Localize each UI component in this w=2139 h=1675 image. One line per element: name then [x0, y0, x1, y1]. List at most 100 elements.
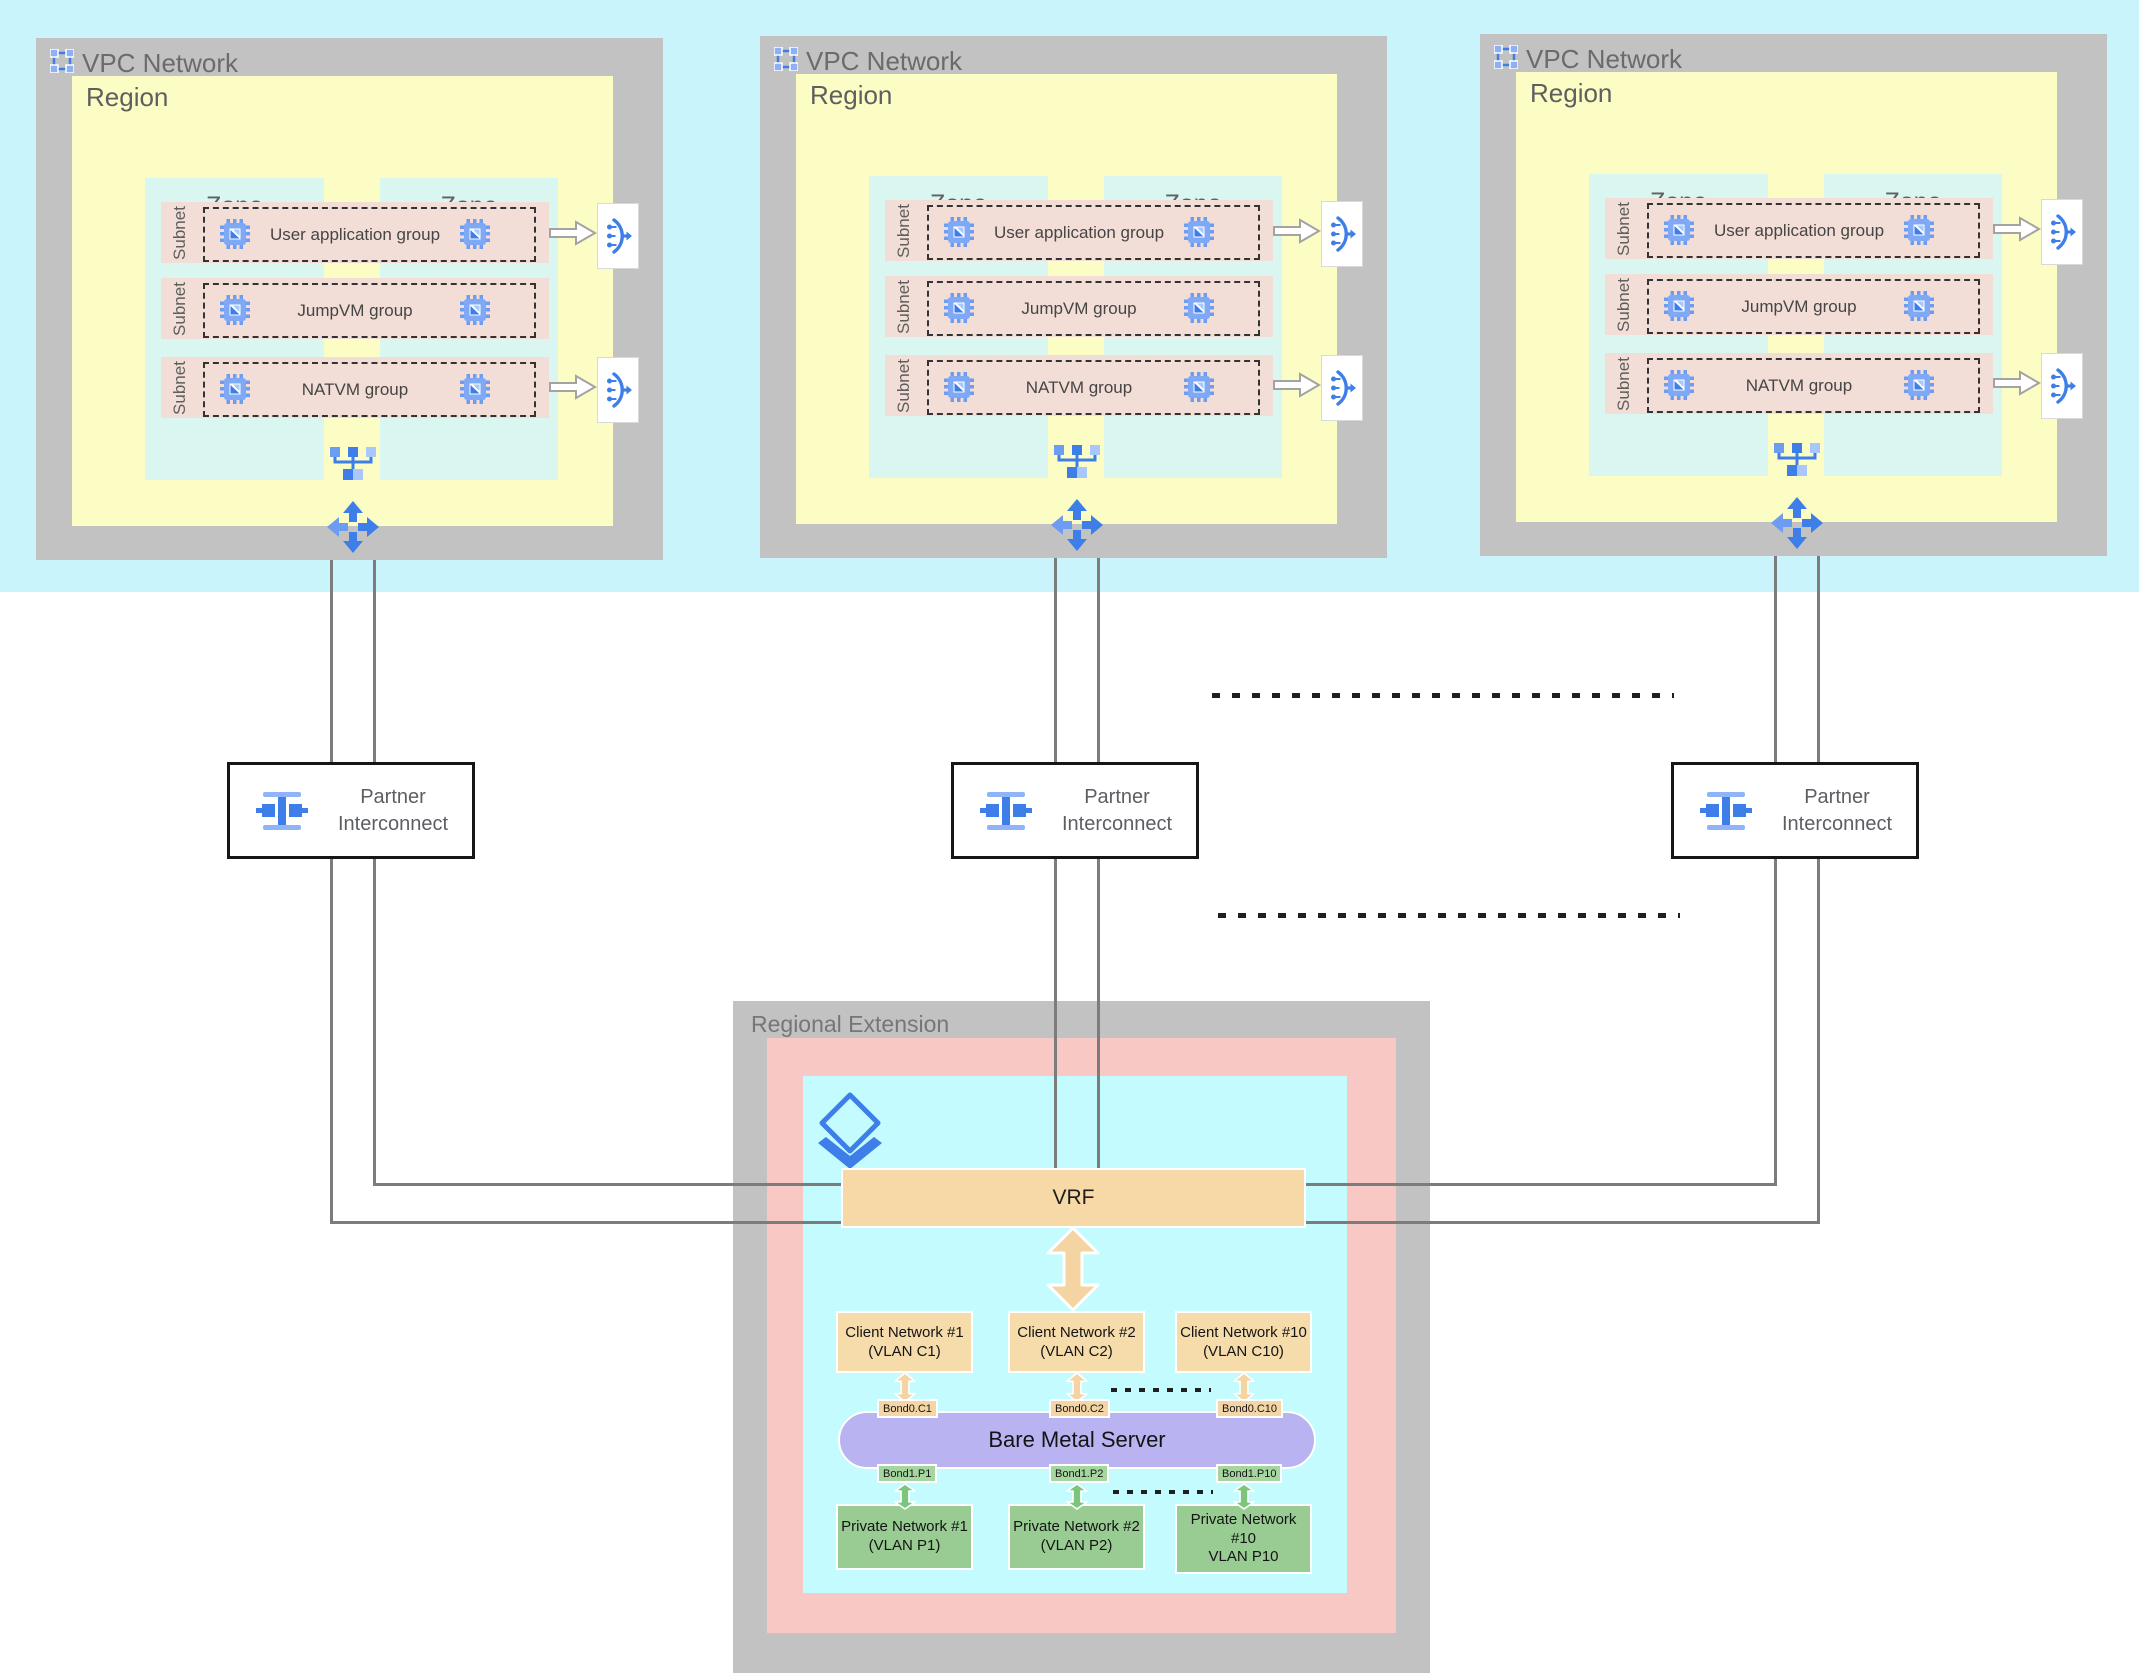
vm-instance-icon-wrap	[1184, 293, 1214, 323]
private-bond-arrow	[894, 1483, 916, 1510]
subnet-label: Subnet	[161, 202, 199, 263]
vm-instance-icon-wrap	[1904, 370, 1934, 400]
vm-instance-icon-wrap	[460, 374, 490, 404]
client-network-line: Client Network #1	[845, 1323, 964, 1341]
subnet-label: Subnet	[1605, 198, 1643, 259]
partner-interconnect-box: Partner Interconnect	[951, 762, 1199, 859]
instance-group-label: User application group	[1713, 220, 1885, 240]
vrf-box: VRF	[841, 1168, 1306, 1228]
vpc-network-icon	[1493, 44, 1519, 70]
connector-line	[330, 535, 333, 762]
subnet-label-text: Subnet	[894, 279, 914, 334]
network-switch-icon	[1774, 443, 1820, 476]
subnet-label: Subnet	[1605, 353, 1643, 414]
bond-bottom-label: Bond1.P10	[1216, 1464, 1283, 1483]
cloud-router-icon	[1051, 499, 1103, 551]
connector-line	[1774, 535, 1777, 762]
network-switch-icon-wrap	[1053, 445, 1101, 486]
egress-block-arrow	[549, 374, 597, 400]
instance-group-box: User application group	[927, 205, 1260, 260]
connector-line	[1774, 859, 1777, 1186]
subnet-label: Subnet	[885, 200, 923, 261]
client-network-line: (VLAN C10)	[1203, 1343, 1284, 1360]
network-switch-icon	[1054, 445, 1100, 478]
continuation-dots	[1218, 913, 1680, 918]
client-network-line: (VLAN C1)	[868, 1343, 941, 1360]
connector-line	[1306, 1183, 1777, 1186]
stacked-layers-icon	[818, 1092, 882, 1169]
partner-interconnect-icon-wrap	[256, 789, 308, 838]
instance-group-label: User application group	[993, 222, 1165, 242]
instance-group-box: NATVM group	[927, 360, 1260, 415]
subnet-label-text: Subnet	[170, 205, 190, 260]
egress-arrow	[549, 219, 597, 247]
subnet-label: Subnet	[885, 276, 923, 337]
subnet-strip: Subnet User application group	[885, 200, 1273, 261]
vpc-network-title: VPC Network	[82, 48, 239, 78]
vm-instance-icon	[944, 217, 974, 247]
subnet-strip: Subnet NATVM group	[885, 355, 1273, 416]
egress-arrow	[549, 373, 597, 401]
subnet-label-text: Subnet	[1614, 201, 1634, 256]
load-balancer-box	[2041, 353, 2083, 419]
vpc-network-title: VPC Network	[806, 46, 963, 76]
private-network-line: VLAN P10	[1208, 1548, 1279, 1566]
vpc-network-block: VPC Network Region Zone Zone Subnet User…	[760, 36, 1387, 558]
egress-block-arrow	[1273, 218, 1321, 244]
vpc-network-icon-wrap	[1493, 44, 1519, 74]
load-balancer-icon	[607, 218, 632, 254]
vm-instance-icon	[460, 374, 490, 404]
vm-instance-icon-wrap	[1184, 217, 1214, 247]
private-network-line: Private Network #1	[841, 1518, 968, 1536]
bond-top-label: Bond0.C10	[1216, 1399, 1284, 1418]
client-network-line: Client Network #10	[1180, 1323, 1307, 1341]
vm-instance-icon-wrap	[1664, 215, 1694, 245]
private-network-line: Private Network	[1190, 1510, 1297, 1528]
instance-group-box: User application group	[1647, 203, 1980, 258]
connector-line	[1306, 1221, 1820, 1224]
connector-line	[1817, 859, 1820, 1223]
connector-line	[1054, 535, 1057, 762]
egress-block-arrow	[1993, 216, 2041, 242]
subnet-label-text: Subnet	[1614, 277, 1634, 332]
load-balancer-icon	[1331, 216, 1356, 252]
regional-extension-title: Regional Extension	[751, 1011, 950, 1037]
instance-group-label: JumpVM group	[1021, 298, 1137, 318]
region-label: Region	[86, 82, 169, 112]
vm-instance-icon	[220, 295, 250, 325]
load-balancer-box	[1321, 201, 1363, 267]
connector-line	[330, 859, 333, 1223]
stacked-layers-icon	[810, 1092, 890, 1177]
cloud-router-icon-wrap	[1770, 496, 1824, 555]
load-balancer-box	[597, 357, 639, 423]
instance-group-label: NATVM group	[301, 379, 409, 399]
vm-instance-icon-wrap	[220, 219, 250, 249]
instance-group-label: NATVM group	[1745, 375, 1853, 395]
partner-interconnect-box: Partner Interconnect	[227, 762, 475, 859]
subnet-label: Subnet	[161, 278, 199, 339]
bare-metal-server: Bare Metal Server	[838, 1411, 1316, 1469]
cloud-router-icon-wrap	[326, 500, 380, 559]
instance-group-box: JumpVM group	[1647, 279, 1980, 334]
vm-instance-icon-wrap	[1904, 215, 1934, 245]
partner-interconnect-label: Partner Interconnect	[337, 785, 449, 835]
subnet-label-text: Subnet	[894, 203, 914, 258]
subnet-strip: Subnet JumpVM group	[1605, 274, 1993, 335]
private-network-line: (VLAN P1)	[868, 1537, 941, 1554]
vm-instance-icon-wrap	[1664, 370, 1694, 400]
vpc-network-icon	[49, 48, 75, 74]
vm-instance-icon	[220, 219, 250, 249]
vpc-network-icon-wrap	[49, 48, 75, 78]
bond-bottom-label: Bond1.P1	[877, 1464, 938, 1483]
partner-interconnect-label: Partner Interconnect	[1781, 785, 1893, 835]
private-network-line: Private Network #2	[1013, 1518, 1140, 1536]
vm-instance-icon-wrap	[1904, 291, 1934, 321]
subnet-strip: Subnet NATVM group	[1605, 353, 1993, 414]
subnet-label-text: Subnet	[170, 360, 190, 415]
client-network-line: (VLAN C2)	[1040, 1343, 1113, 1360]
partner-interconnect-icon	[980, 792, 1032, 830]
egress-block-arrow	[549, 220, 597, 246]
partner-interconnect-icon	[256, 792, 308, 830]
vrf-label: VRF	[1052, 1186, 1095, 1209]
